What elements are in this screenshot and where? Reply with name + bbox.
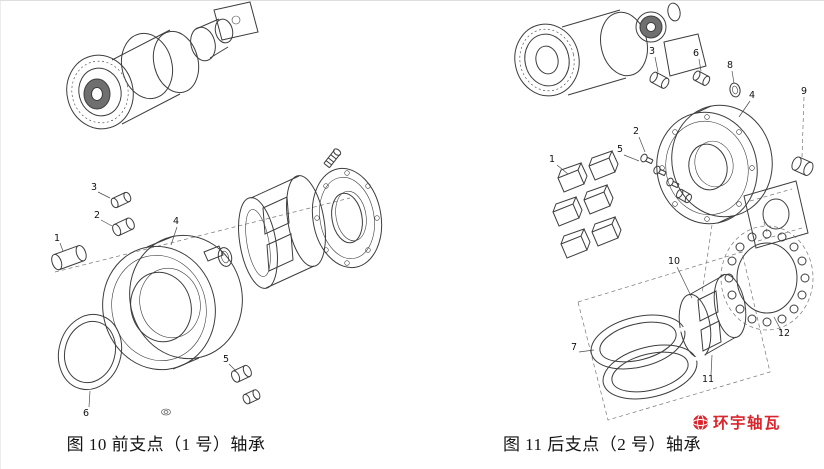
callout-7: 7 xyxy=(571,342,577,353)
bearing-housing xyxy=(102,234,243,371)
center-axis-line xyxy=(54,197,351,273)
callout-9: 9 xyxy=(801,86,807,97)
o-ring xyxy=(217,247,233,267)
callout-4: 4 xyxy=(749,90,755,101)
callout-6: 6 xyxy=(693,48,699,59)
tilting-pads xyxy=(552,150,622,259)
gearbox-assembly-thumbnail-2 xyxy=(514,2,707,97)
callout-3: 3 xyxy=(91,182,97,193)
roller-cage xyxy=(720,225,814,331)
part-bushing-top xyxy=(729,82,741,98)
callout-2: 2 xyxy=(633,126,639,137)
part-bolt-a xyxy=(231,364,252,383)
part-pin-top-2 xyxy=(692,70,711,86)
screw xyxy=(323,148,342,169)
part-bolt-b xyxy=(242,389,261,405)
figure11-drawing: 1 2 3 4 5 6 7 8 9 10 11 12 xyxy=(514,2,814,421)
part-dowel-pin xyxy=(51,245,87,271)
gearbox-assembly-thumbnail xyxy=(66,1,259,130)
figure10-caption: 图 10 前支点（1 号）轴承 xyxy=(66,435,266,454)
gasket-plate xyxy=(743,180,809,249)
brand-watermark-text: 环宇轴瓦 xyxy=(713,414,782,432)
callout-1: 1 xyxy=(54,233,60,244)
callout-6: 6 xyxy=(83,408,89,419)
callout-4: 4 xyxy=(173,216,179,227)
small-washer xyxy=(161,408,171,416)
callout-11: 11 xyxy=(702,374,714,385)
part-pin-top xyxy=(649,71,670,89)
part-small-pin xyxy=(110,191,132,209)
split-seal-rings xyxy=(590,314,706,400)
callout-12: 12 xyxy=(778,328,790,339)
part-roller-sample xyxy=(791,156,814,176)
split-sleeve xyxy=(238,175,326,289)
callout-10: 10 xyxy=(668,256,680,267)
bearing-housing-2 xyxy=(656,104,773,225)
figure11-caption: 图 11 后支点（2 号）轴承 xyxy=(502,435,702,454)
part-pin-mid xyxy=(675,188,693,204)
part-bushing xyxy=(112,217,135,237)
callout-3: 3 xyxy=(649,46,655,57)
callout-leaders-2 xyxy=(556,56,805,376)
callout-2: 2 xyxy=(94,210,100,221)
callout-leaders xyxy=(59,191,237,408)
callout-8: 8 xyxy=(727,60,733,71)
rear-flange-plate xyxy=(311,167,383,269)
retaining-ring xyxy=(57,313,123,391)
brand-logo-icon xyxy=(692,414,709,430)
callout-5: 5 xyxy=(223,354,229,365)
figure10-drawing: 1 2 3 4 5 6 xyxy=(51,1,383,419)
callout-5: 5 xyxy=(617,144,623,155)
callout-1: 1 xyxy=(549,154,555,165)
brand-watermark: 环宇轴瓦 xyxy=(692,411,781,433)
construction-outline xyxy=(577,251,771,421)
